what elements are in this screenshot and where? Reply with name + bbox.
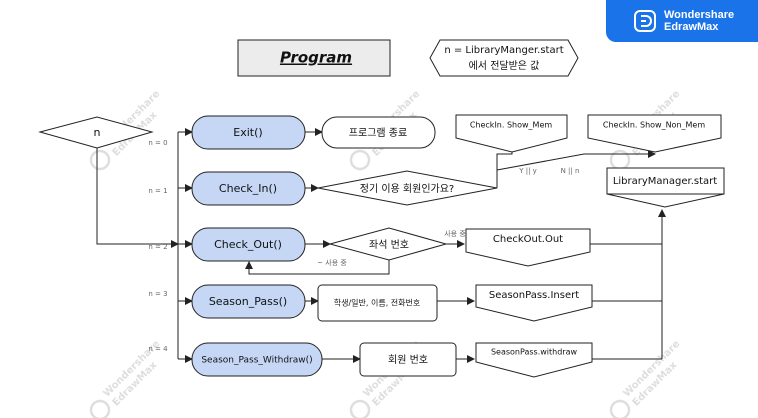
exit-terminal: 프로그램 종료 [321, 116, 436, 149]
season-input-box: 학생/일반, 이름, 전화번호 [317, 284, 438, 322]
output-season-withdraw: SeasonPass.withdraw [475, 342, 593, 378]
process-season-pass: Season_Pass() [191, 284, 306, 319]
edge-label-yes: Y || y [518, 167, 537, 175]
branch-label-3: n = 3 [148, 290, 167, 298]
brand-line-1: Wondershare [664, 9, 735, 21]
note-box: n = LibraryManger.start 에서 전달받은 값 [429, 39, 579, 77]
decision-n: n [38, 116, 154, 149]
svg-text:Check_In(): Check_In() [219, 182, 277, 195]
svg-text:회원 번호: 회원 번호 [388, 354, 428, 366]
output-show-non-mem: CheckIn. Show_Non_Mem [587, 114, 722, 153]
svg-text:학생/일반, 이름, 전화번호: 학생/일반, 이름, 전화번호 [334, 298, 420, 308]
edge-label-no: N || n [561, 167, 580, 175]
branch-label-4: n = 4 [148, 345, 168, 353]
seat-decision: 좌석 번호 [328, 227, 448, 261]
brand-line-2: EdrawMax [664, 21, 719, 33]
output-show-mem: CheckIn. Show_Mem [455, 114, 568, 153]
edge-label-not-in-use: ~ 사용 중 [317, 258, 347, 267]
branch-label-0: n = 0 [148, 139, 167, 147]
svg-text:좌석 번호: 좌석 번호 [369, 239, 409, 251]
note-line-2: 에서 전달받은 값 [469, 60, 540, 72]
member-decision: 정기 이용 회원인가요? [317, 170, 498, 206]
process-check-in: Check_In() [191, 171, 306, 206]
output-library-start: LibraryManager.start [606, 167, 725, 208]
svg-text:SeasonPass.withdraw: SeasonPass.withdraw [491, 348, 578, 357]
edge-labels: Y || y N || n 사용 중 ~ 사용 중 [317, 167, 579, 267]
svg-text:LibraryManager.start: LibraryManager.start [613, 176, 717, 187]
title-box: Program [237, 39, 391, 77]
note-line-1: n = LibraryManger.start [444, 45, 563, 56]
member-number-box: 회원 번호 [359, 342, 457, 377]
svg-text:Check_Out(): Check_Out() [214, 238, 282, 251]
process-exit: Exit() [191, 115, 306, 150]
svg-text:CheckIn. Show_Non_Mem: CheckIn. Show_Non_Mem [603, 121, 705, 130]
svg-text:CheckOut.Out: CheckOut.Out [493, 234, 563, 245]
branch-label-1: n = 1 [148, 187, 167, 195]
branch-labels: n = 0 n = 1 n = 2 n = 3 n = 4 [148, 139, 168, 353]
svg-text:프로그램 종료: 프로그램 종료 [349, 127, 407, 139]
svg-text:n: n [94, 126, 101, 139]
connectors [96, 128, 666, 363]
svg-text:Season_Pass_Withdraw(): Season_Pass_Withdraw() [201, 356, 312, 366]
edrawmax-logo-icon [634, 10, 656, 32]
edrawmax-brand-badge: Wondershare EdrawMax [606, 0, 758, 42]
svg-text:정기 이용 회원인가요?: 정기 이용 회원인가요? [360, 183, 454, 195]
branch-label-2: n = 2 [148, 243, 167, 251]
diagram-title: Program [280, 49, 352, 67]
process-check-out: Check_Out() [191, 227, 306, 262]
svg-text:CheckIn. Show_Mem: CheckIn. Show_Mem [470, 121, 553, 130]
svg-text:SeasonPass.Insert: SeasonPass.Insert [489, 290, 579, 301]
svg-text:Exit(): Exit() [233, 126, 262, 139]
output-season-insert: SeasonPass.Insert [475, 284, 593, 322]
edge-label-in-use: 사용 중 [444, 229, 466, 238]
process-season-pass-withdraw: Season_Pass_Withdraw() [191, 342, 323, 377]
svg-text:Season_Pass(): Season_Pass() [209, 295, 287, 308]
output-checkout: CheckOut.Out [465, 228, 591, 267]
